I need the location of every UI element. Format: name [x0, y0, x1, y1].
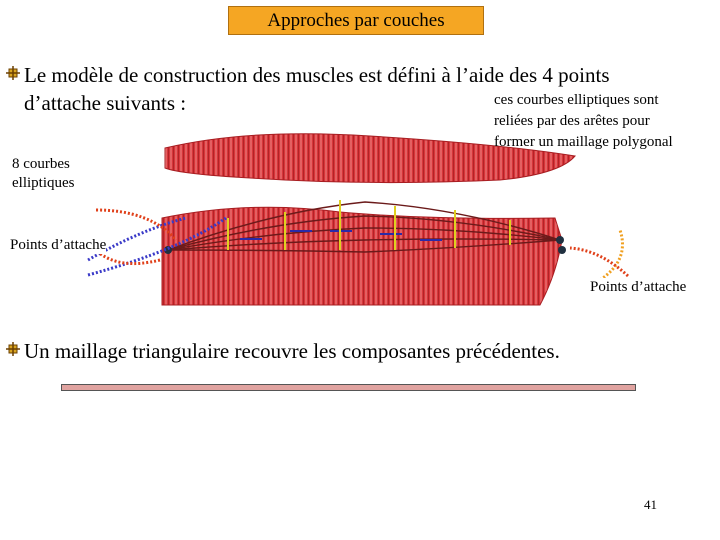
label-curves-line2: elliptiques — [12, 174, 75, 192]
slide-title: Approches par couches — [228, 6, 484, 35]
bullet1-line1: Le modèle de construction des muscles es… — [24, 62, 610, 88]
divider-bar — [61, 384, 636, 391]
bullet-icon — [6, 66, 20, 80]
label-points-left: Points d’attache — [10, 236, 106, 254]
annotation-right-line3: former un maillage polygonal — [494, 133, 673, 152]
page-number: 41 — [644, 497, 657, 513]
label-points-right: Points d’attache — [590, 278, 686, 296]
annotation-right-line2: reliées par des arêtes pour — [494, 112, 650, 131]
bullet2-text: Un maillage triangulaire recouvre les co… — [24, 338, 560, 364]
bullet-icon — [6, 342, 20, 356]
annotation-right-line1: ces courbes elliptiques sont — [494, 91, 659, 110]
label-curves-line1: 8 courbes — [12, 155, 70, 173]
